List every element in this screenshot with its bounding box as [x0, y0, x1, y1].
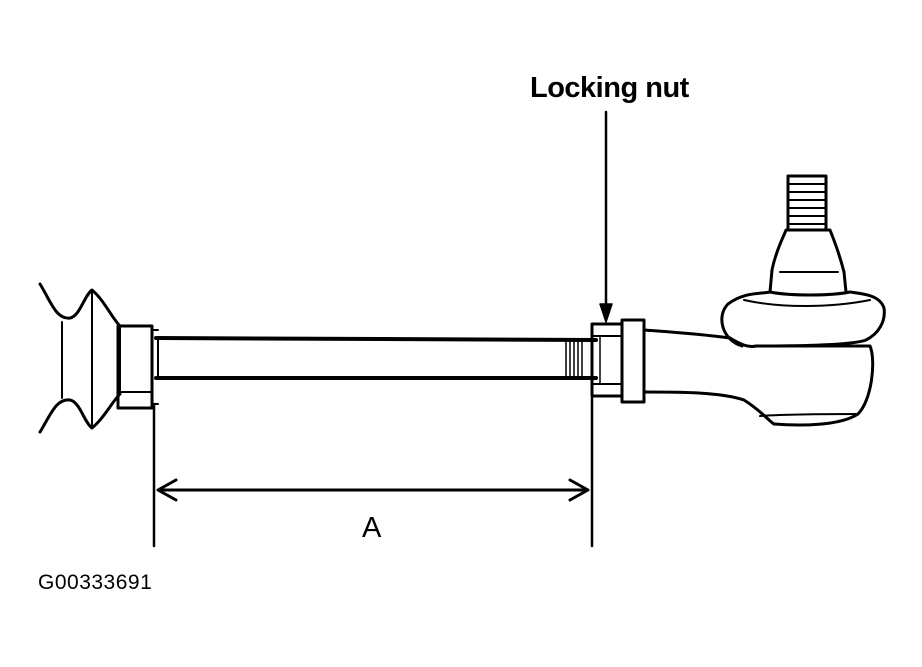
dimension-a: [152, 396, 594, 548]
locking-nut: [590, 322, 624, 398]
figure-id: G00333691: [38, 571, 153, 594]
callout-arrow: [599, 110, 613, 323]
rubber-boot: [38, 282, 122, 434]
inner-hex-nut: [116, 324, 159, 410]
tie-rod-shaft: [154, 336, 598, 380]
dimension-a-label: A: [362, 512, 382, 544]
tie-rod-end: [620, 174, 886, 427]
locking-nut-label: Locking nut: [530, 72, 689, 104]
